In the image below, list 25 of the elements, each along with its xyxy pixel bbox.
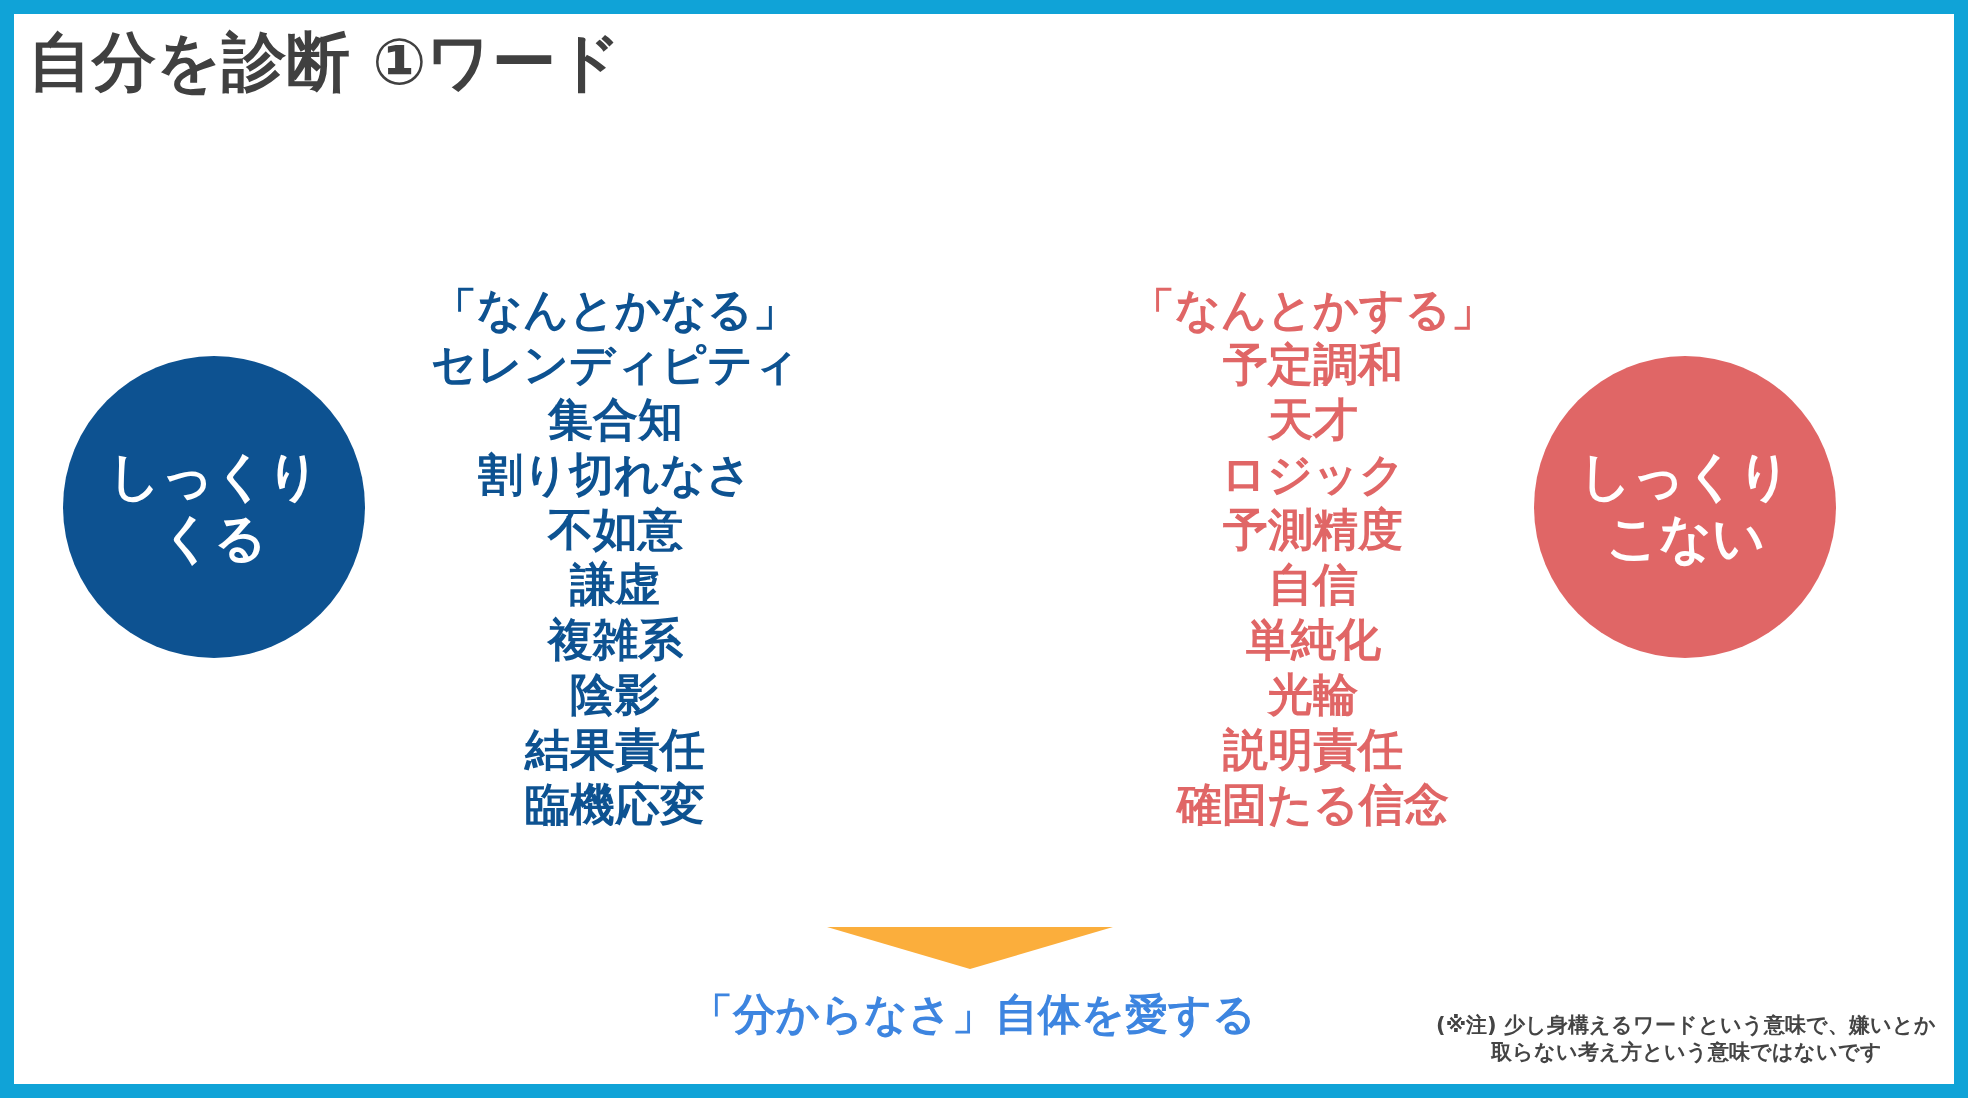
keyword-text: 「なんとかなる」 <box>432 282 798 337</box>
keyword-text: 「なんとかする」 <box>1130 282 1496 337</box>
keyword-text: 不如意 <box>547 502 683 557</box>
slide-title: 自分を診断 ①ワード <box>28 24 623 101</box>
keyword-text: セレンディピティ <box>431 337 799 392</box>
circle-label: しっくりくる <box>107 445 321 569</box>
keyword-text: 結果責任 <box>525 722 705 777</box>
keyword-text: ロジック <box>1221 447 1405 502</box>
keyword-text: 自信 <box>1268 557 1358 612</box>
keyword-text: 単純化 <box>1245 612 1381 667</box>
circle-label: しっくりこない <box>1578 445 1792 569</box>
keyword-text: 陰影 <box>570 667 660 722</box>
conclusion-text: 「分からなさ」自体を愛する <box>690 988 1256 1041</box>
keyword-text: 予定調和 <box>1223 337 1403 392</box>
keyword-text: 天才 <box>1268 392 1358 447</box>
keyword-text: 集合知 <box>547 392 683 447</box>
keyword-text: 予測精度 <box>1223 502 1403 557</box>
keyword-text: 説明責任 <box>1223 722 1403 777</box>
footnote-text: (※注) 少し身構えるワードという意味で、嫌いとか取らない考え方という意味ではないです <box>1436 1012 1936 1066</box>
keyword-text: 確固たる信念 <box>1177 777 1449 832</box>
keyword-text: 臨機応変 <box>525 777 705 832</box>
keyword-text: 割り切れなさ <box>478 447 752 502</box>
keyword-text: 謙虚 <box>570 557 660 612</box>
keyword-text: 複雑系 <box>547 612 683 667</box>
keyword-text: 光輪 <box>1268 667 1358 722</box>
